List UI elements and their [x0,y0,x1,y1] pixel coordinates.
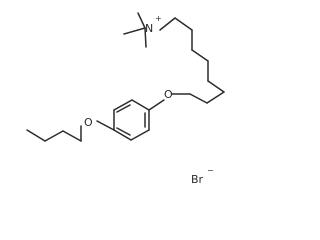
nitrogen-charge-label: + [155,14,162,23]
ring-bond-1 [131,99,150,111]
chemical-structure: N + O O Br − [26,12,225,186]
bond-o-aryl-chain [148,99,165,111]
ring-bond-5 [130,129,150,141]
bond-chain-7 [206,91,225,104]
bond-butyl-3 [44,130,64,142]
nitrogen-label: N [145,22,153,35]
butoxy-oxygen-label: O [84,116,93,129]
bond-chain-6 [207,80,225,93]
atom-labels: N + O O Br − [84,14,214,186]
ring-bond-2 [113,99,133,111]
ring-double-1 [116,104,131,113]
chain-oxygen-label: O [164,88,173,101]
bond-n-methyl-bottom [144,27,147,48]
bond-n-methyl-top [137,12,146,29]
bromide-charge-label: − [207,166,214,175]
bond-chain-4 [191,49,209,62]
bond-aryl-o-butoxy [96,120,115,131]
bonds [26,12,225,142]
ring-bond-4 [113,129,132,141]
bond-butyl-2 [62,130,82,142]
bond-chain-2 [174,17,193,31]
bond-chain-8 [189,93,208,104]
bromide-label: Br [191,173,204,186]
bond-chain-1 [159,17,176,31]
bond-n-methyl-left [123,27,146,35]
ring-double-2 [116,127,131,136]
bond-butyl-4 [26,129,46,142]
